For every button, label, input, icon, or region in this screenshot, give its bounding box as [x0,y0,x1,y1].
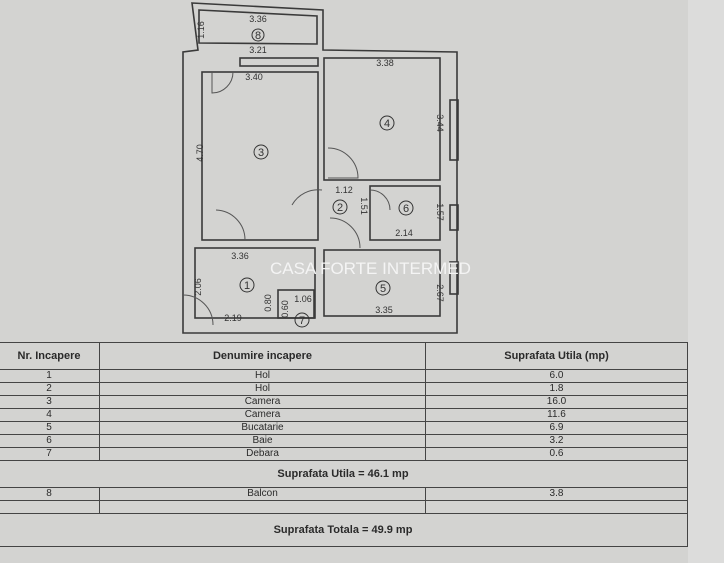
dim-closet-a: 0.80 [263,294,273,312]
room-number-5: 5 [380,283,386,295]
cell-area: 11.6 [425,408,688,422]
floor-plan: 8 3 4 2 6 1 5 7 3.36 1.16 3.21 3.40 4.70… [182,2,471,334]
dim-closet-c: 1.06 [294,294,312,304]
grand-total-row: Suprafata Totala = 49.9 mp [0,513,688,547]
room-number-4: 4 [384,118,390,130]
cell-area: 6.9 [425,421,688,435]
room-number-2: 2 [337,202,343,214]
cell-name: Camera [99,395,426,409]
header-nr: Nr. Incapere [0,342,100,370]
dim-balcony-top: 3.36 [249,14,267,24]
cell-name: Hol [99,382,426,396]
cell-name: Bucatarie [99,421,426,435]
dim-room3-height: 4.70 [195,144,205,162]
cell-area: 3.2 [425,434,688,448]
cell-name: Hol [99,369,426,383]
cell-area: 16.0 [425,395,688,409]
room-number-6: 6 [403,203,409,215]
cell-empty [99,500,426,514]
dim-balcony-height: 1.16 [196,21,206,39]
dim-room1-height: 2.06 [193,278,203,296]
dim-closet-b: 0.60 [280,300,290,318]
room-area-table: Nr. Incapere Denumire incapere Suprafata… [0,342,688,547]
table-header: Nr. Incapere Denumire incapere Suprafata… [0,342,688,370]
cell-name: Balcon [99,487,426,501]
cell-area: 6.0 [425,369,688,383]
cell-nr: 7 [0,447,100,461]
dim-room4-width: 3.38 [376,58,394,68]
cell-nr: 2 [0,382,100,396]
grand-total: Suprafata Totala = 49.9 mp [0,513,688,547]
cell-empty [425,500,688,514]
room-number-3: 3 [258,147,264,159]
room-number-1: 1 [244,280,250,292]
dim-room4-height: 3.44 [435,114,445,132]
dim-room5-width: 3.35 [375,305,393,315]
cell-name: Camera [99,408,426,422]
cell-name: Baie [99,434,426,448]
cell-area: 1.8 [425,382,688,396]
useful-total: Suprafata Utila = 46.1 mp [0,460,688,488]
cell-nr: 1 [0,369,100,383]
dim-room1-bottom: 2.19 [224,313,242,323]
empty-row [0,500,688,514]
watermark: CASA FORTE INTERMED [270,259,471,278]
dim-room1-width: 3.36 [231,251,249,261]
header-area: Suprafata Utila (mp) [425,342,688,370]
dim-room6-height: 1.57 [435,203,445,221]
dim-hall2-width: 1.12 [335,185,353,195]
cell-nr: 4 [0,408,100,422]
cell-empty [0,500,100,514]
cell-name: Debara [99,447,426,461]
cell-area: 0.6 [425,447,688,461]
dim-room3-width: 3.40 [245,72,263,82]
cell-nr: 5 [0,421,100,435]
room-number-8: 8 [255,30,261,42]
dim-balcony-bottom: 3.21 [249,45,267,55]
cell-area: 3.8 [425,487,688,501]
paper-edge [688,0,724,563]
cell-nr: 6 [0,434,100,448]
cell-nr: 8 [0,487,100,501]
cell-nr: 3 [0,395,100,409]
useful-total-row: Suprafata Utila = 46.1 mp [0,460,688,488]
header-name: Denumire incapere [99,342,426,370]
dim-room6-width: 2.14 [395,228,413,238]
dim-hall2-height: 1.51 [359,197,369,215]
dim-room5-height: 2.67 [435,284,445,302]
room-number-7: 7 [299,315,305,327]
